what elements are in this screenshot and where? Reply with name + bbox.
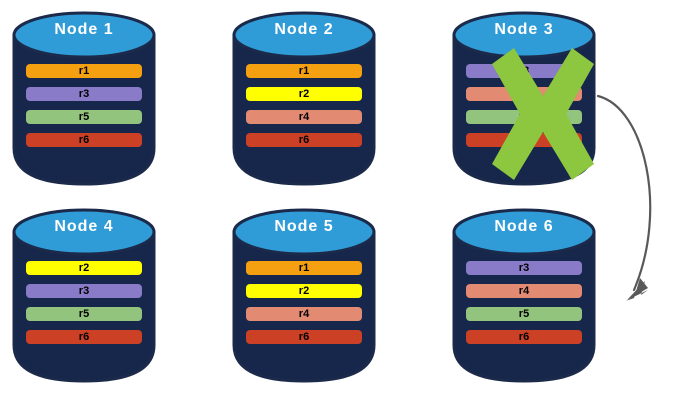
node-1-replicas: r1 r3 r5 r6 [26, 64, 142, 147]
replica-bar[interactable]: r3 [466, 64, 582, 78]
node-4[interactable]: Node 4 r2 r3 r5 r6 [12, 205, 156, 383]
replica-bar[interactable]: r2 [26, 261, 142, 275]
node-5-replicas: r1 r2 r4 r6 [246, 261, 362, 344]
replica-bar[interactable]: r6 [246, 133, 362, 147]
node-2-replicas: r1 r2 r4 r6 [246, 64, 362, 147]
replica-bar[interactable]: r4 [246, 307, 362, 321]
node-6-replicas: r3 r4 r5 r6 [466, 261, 582, 344]
replica-bar[interactable]: r5 [466, 110, 582, 124]
replica-bar[interactable]: r2 [246, 284, 362, 298]
replica-bar[interactable]: r6 [466, 133, 582, 147]
node-3-replicas: r3 r4 r5 r6 [466, 64, 582, 147]
node-5[interactable]: Node 5 r1 r2 r4 r6 [232, 205, 376, 383]
replica-bar[interactable]: r3 [466, 261, 582, 275]
replica-bar[interactable]: r5 [466, 307, 582, 321]
replica-bar[interactable]: r4 [466, 87, 582, 101]
replica-bar[interactable]: r1 [246, 64, 362, 78]
node-4-replicas: r2 r3 r5 r6 [26, 261, 142, 344]
replica-bar[interactable]: r3 [26, 87, 142, 101]
node-2[interactable]: Node 2 r1 r2 r4 r6 [232, 8, 376, 186]
node-3[interactable]: Node 3 r3 r4 r5 r6 [452, 8, 596, 186]
node-1[interactable]: Node 1 r1 r3 r5 r6 [12, 8, 156, 186]
replica-bar[interactable]: r6 [246, 330, 362, 344]
replica-bar[interactable]: r1 [26, 64, 142, 78]
replica-bar[interactable]: r2 [246, 87, 362, 101]
replica-bar[interactable]: r4 [246, 110, 362, 124]
replica-bar[interactable]: r5 [26, 307, 142, 321]
node-6[interactable]: Node 6 r3 r4 r5 r6 [452, 205, 596, 383]
replica-bar[interactable]: r5 [26, 110, 142, 124]
replica-bar[interactable]: r3 [26, 284, 142, 298]
replica-bar[interactable]: r6 [26, 133, 142, 147]
replica-bar[interactable]: r6 [466, 330, 582, 344]
replica-bar[interactable]: r4 [466, 284, 582, 298]
replica-bar[interactable]: r6 [26, 330, 142, 344]
replica-bar[interactable]: r1 [246, 261, 362, 275]
